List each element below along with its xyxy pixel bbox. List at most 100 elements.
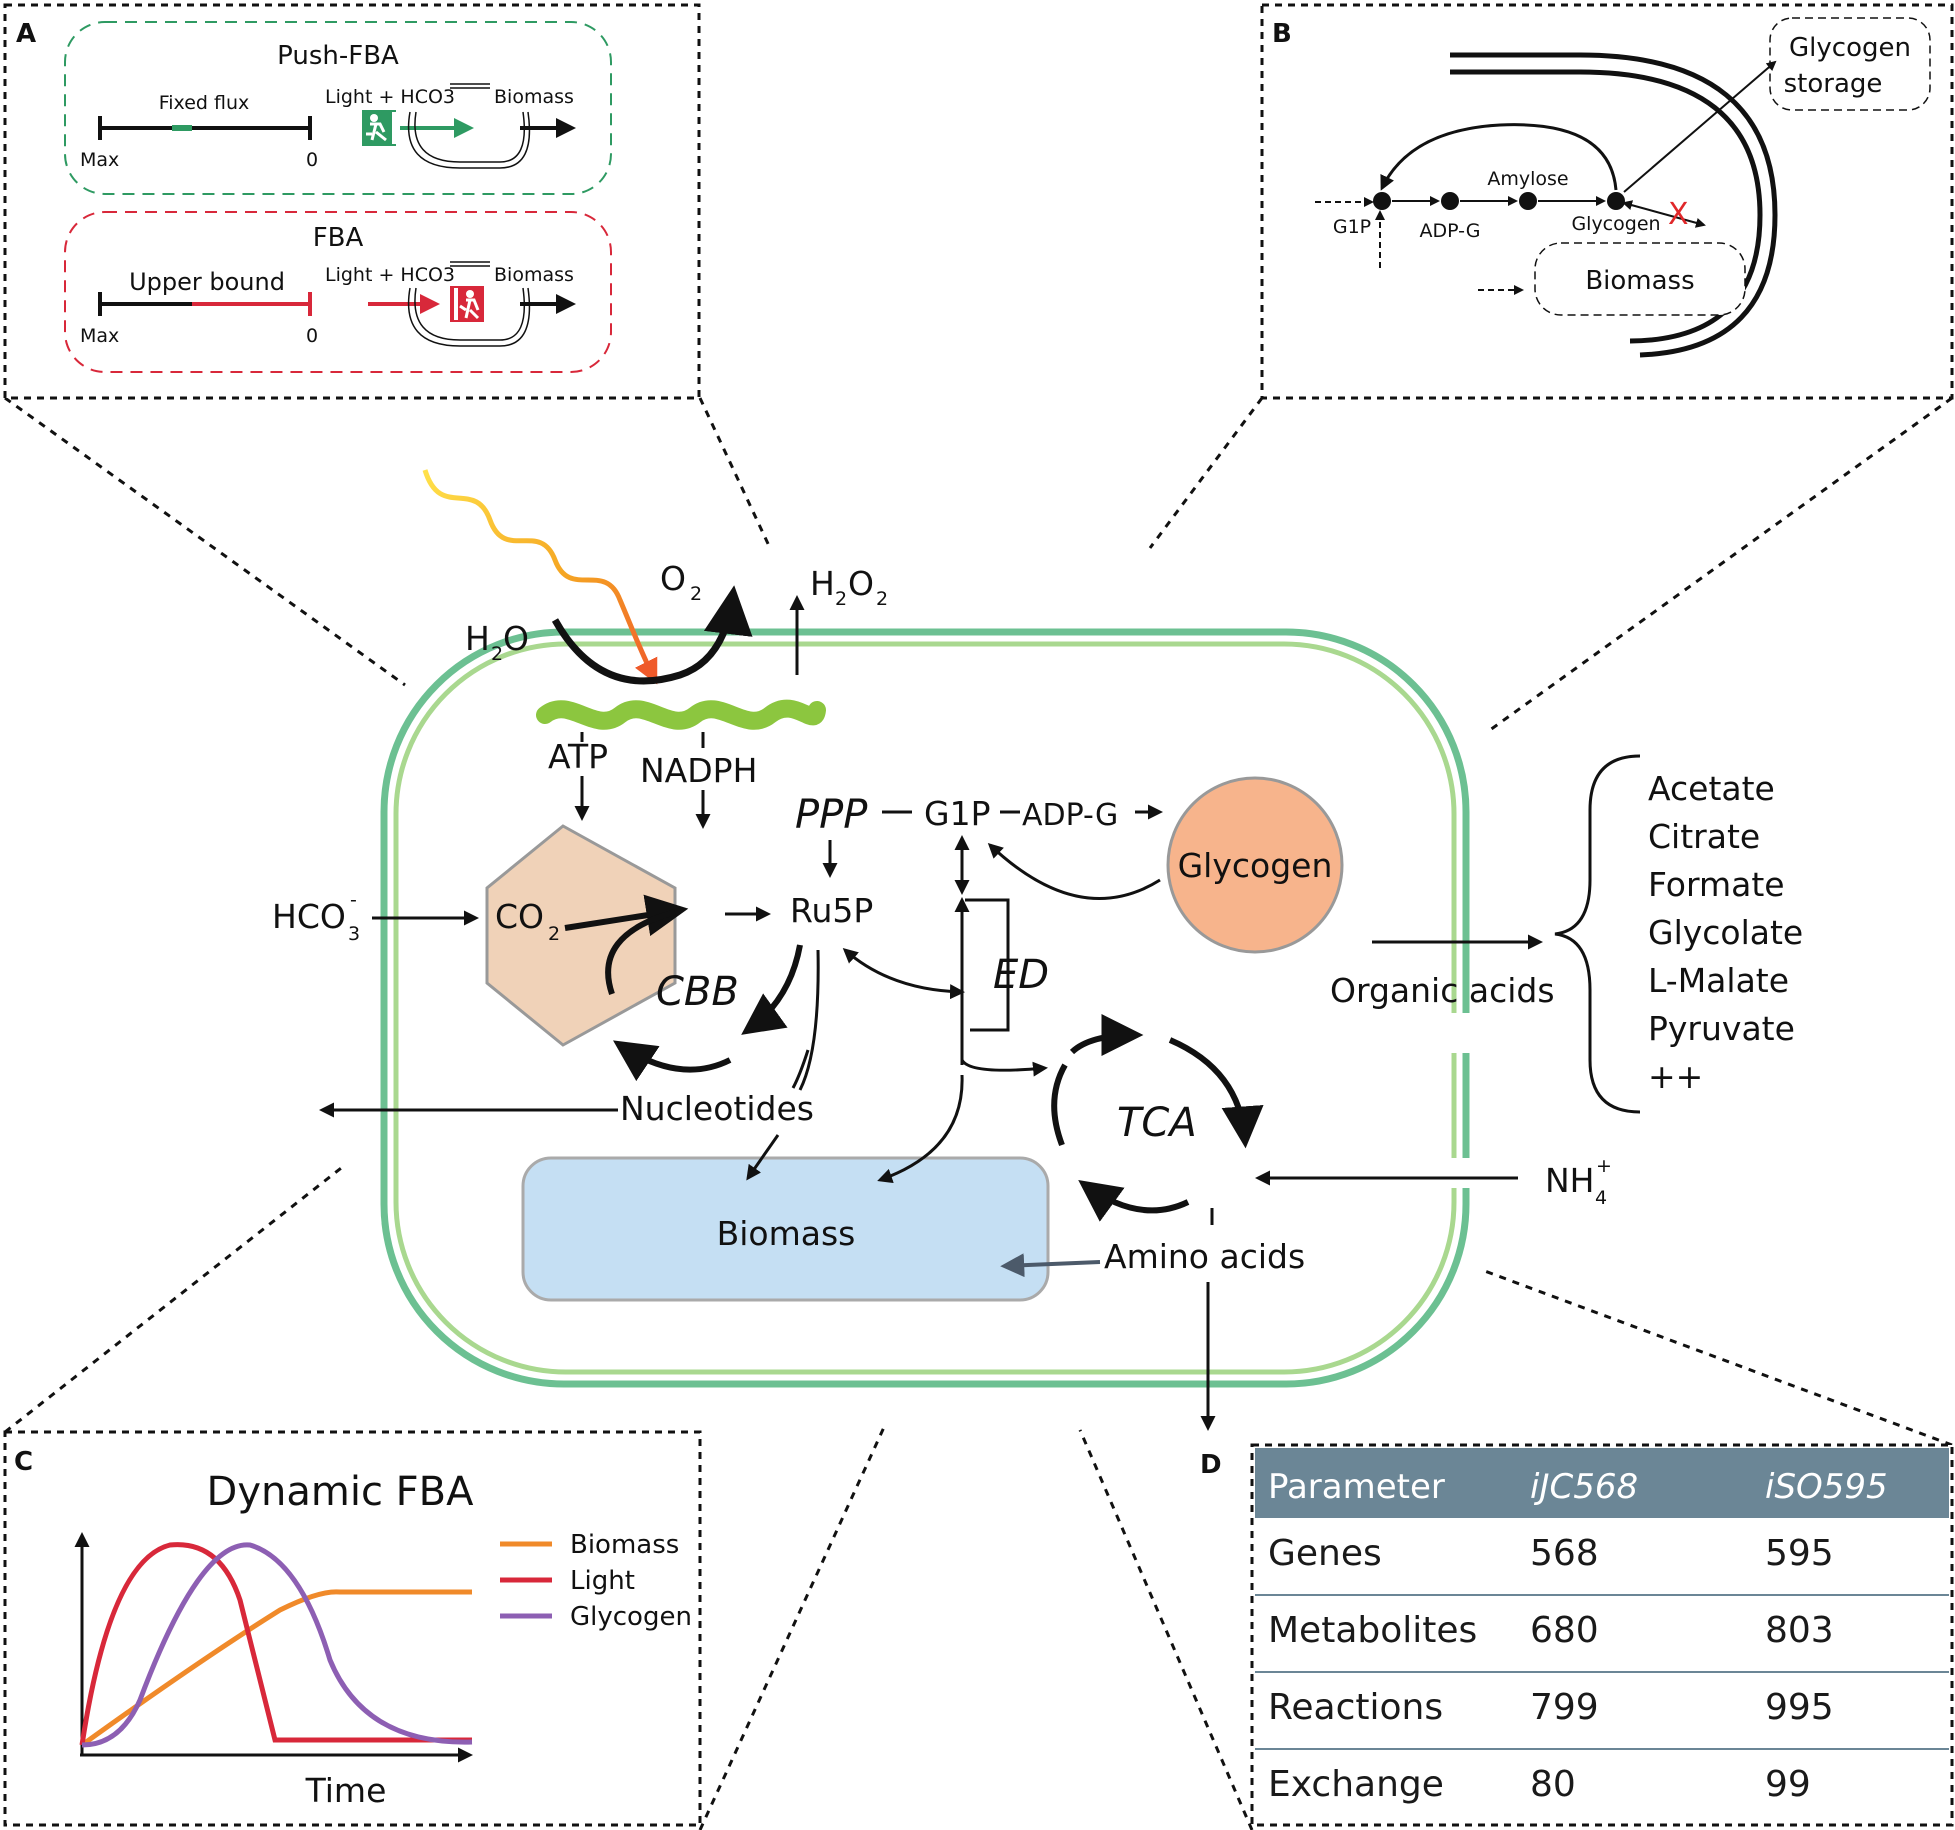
acid-item: Pyruvate <box>1648 1009 1795 1048</box>
panel-b: B Glycogen storage X Amylose G1P ADP-G G… <box>1260 3 1954 400</box>
d-cell-value: 595 <box>1765 1533 1834 1574</box>
c-legend-light: Light <box>570 1566 635 1596</box>
nadph-label: NADPH <box>640 751 757 790</box>
acids-list: Acetate Citrate Formate Glycolate L-Mala… <box>1648 769 1803 1096</box>
b-storage-arrow <box>1623 60 1777 193</box>
d-cell-label: Reactions <box>1268 1687 1443 1728</box>
acid-item: Formate <box>1648 865 1785 904</box>
acids-brace <box>1554 754 1641 1114</box>
c-legend-biomass: Biomass <box>570 1530 679 1560</box>
thylakoid <box>536 699 826 730</box>
push-product-label: Biomass <box>494 86 574 108</box>
ru5p-label: Ru5P <box>790 891 873 930</box>
b-biomass-box <box>1534 242 1746 316</box>
glycogen-label: Glycogen <box>1178 846 1333 885</box>
panel-a-letter: A <box>16 19 36 49</box>
amino-acids-label: Amino acids <box>1104 1237 1305 1276</box>
nh4-sup: + <box>1596 1155 1612 1177</box>
biomass-label: Biomass <box>717 1214 856 1253</box>
o2-sub: 2 <box>690 583 702 605</box>
panel-c-frame <box>3 1430 702 1827</box>
acid-item: Citrate <box>1648 817 1760 856</box>
push-fba-title: Push-FBA <box>277 41 399 71</box>
fba-bar-label: Upper bound <box>129 268 285 296</box>
organic-acids-label: Organic acids <box>1330 971 1555 1010</box>
h2o2-label-h: H <box>810 564 835 603</box>
d-header-param: Parameter <box>1268 1467 1445 1507</box>
carboxysome <box>485 824 677 1047</box>
h2o2-sub2: 2 <box>876 588 888 610</box>
push-reaction-label: Light + HCO3 <box>325 86 455 108</box>
panel-d: D Parameter iJC568 iSO595 Genes 568 595 … <box>1200 1443 1954 1827</box>
h2o-sub: 2 <box>491 643 503 665</box>
acid-item: L-Malate <box>1648 961 1789 1000</box>
fba-flux-bar <box>98 292 312 316</box>
push-zero-label: 0 <box>306 149 318 171</box>
inner-membrane <box>393 641 1457 1375</box>
g1p-label: G1P <box>924 794 990 833</box>
fba-stopper-icon <box>450 286 484 322</box>
h2o-label-o: O <box>503 619 529 658</box>
cbb-label: CBB <box>656 969 739 1015</box>
fba-cycle <box>407 287 531 347</box>
d-cell-value: 799 <box>1530 1687 1599 1728</box>
ppp-label: PPP <box>795 792 868 838</box>
zoom-connectors <box>4 396 1953 1830</box>
panel-c-letter: C <box>14 1447 33 1477</box>
b-storage-label-1: Glycogen <box>1789 33 1911 63</box>
fba-reaction-label: Light + HCO3 <box>325 264 455 286</box>
tca-label: TCA <box>1117 1100 1197 1146</box>
fba-box <box>64 211 612 373</box>
push-flux-bar <box>98 116 312 140</box>
d-cell-label: Genes <box>1268 1533 1382 1574</box>
glycogen-granule <box>1166 776 1344 954</box>
d-header-row <box>1255 1448 1949 1518</box>
hco3-sub: 3 <box>348 923 360 945</box>
push-runner-icon <box>362 110 396 146</box>
co2-sub: 2 <box>548 923 560 945</box>
water-split-arrow <box>551 585 753 685</box>
d-header-model1: iJC568 <box>1530 1467 1638 1507</box>
outer-membrane <box>380 628 1470 1388</box>
c-legend: Biomass Light Glycogen <box>500 1530 692 1632</box>
nucleotides-label: Nucleotides <box>620 1089 814 1128</box>
d-cell-label: Exchange <box>1268 1764 1444 1805</box>
b-adpg-node <box>1441 192 1459 210</box>
h2o-label: H <box>465 619 490 658</box>
b-biomass-label: Biomass <box>1585 266 1694 296</box>
b-glycogen-node <box>1607 192 1625 210</box>
push-bar-label: Fixed flux <box>159 92 250 114</box>
d-cell-value: 568 <box>1530 1533 1599 1574</box>
d-table-body <box>1255 1594 1949 1750</box>
c-title: Dynamic FBA <box>207 1469 475 1515</box>
biomass-box <box>521 1156 1050 1302</box>
panel-a-frame <box>3 3 701 400</box>
c-light-curve <box>79 1542 472 1746</box>
c-xlabel: Time <box>305 1771 387 1810</box>
b-membrane-arc <box>1450 52 1778 358</box>
d-header-model2: iSO595 <box>1765 1467 1888 1507</box>
acid-item: Glycolate <box>1648 913 1803 952</box>
fba-zero-label: 0 <box>306 325 318 347</box>
hco3-sup: - <box>350 889 357 911</box>
fba-product-label: Biomass <box>494 264 574 286</box>
push-max-label: Max <box>80 149 119 171</box>
b-adpg-label: ADP-G <box>1420 220 1481 242</box>
panel-b-letter: B <box>1272 19 1292 49</box>
fba-max-label: Max <box>80 325 119 347</box>
panel-a: A Push-FBA Fixed flux Max 0 Light + HCO3… <box>3 3 701 400</box>
b-amylose-node <box>1519 192 1537 210</box>
atp-label: ATP <box>548 737 608 776</box>
acid-item: ++ <box>1648 1057 1703 1096</box>
b-amylose-label: Amylose <box>1487 168 1568 190</box>
fba-title: FBA <box>313 223 364 253</box>
hco3-label: HCO <box>272 897 346 936</box>
b-g1p-node <box>1373 192 1391 210</box>
nh4-label: NH <box>1545 1161 1595 1200</box>
c-glycogen-curve <box>81 1542 473 1748</box>
ed-label: ED <box>993 952 1049 998</box>
acid-item: Acetate <box>1648 769 1775 808</box>
cell: H 2 O O 2 H 2 O 2 ATP NADPH CO 2 HCO 3 -… <box>272 469 1803 1431</box>
h2o2-label-o: O <box>848 564 874 603</box>
